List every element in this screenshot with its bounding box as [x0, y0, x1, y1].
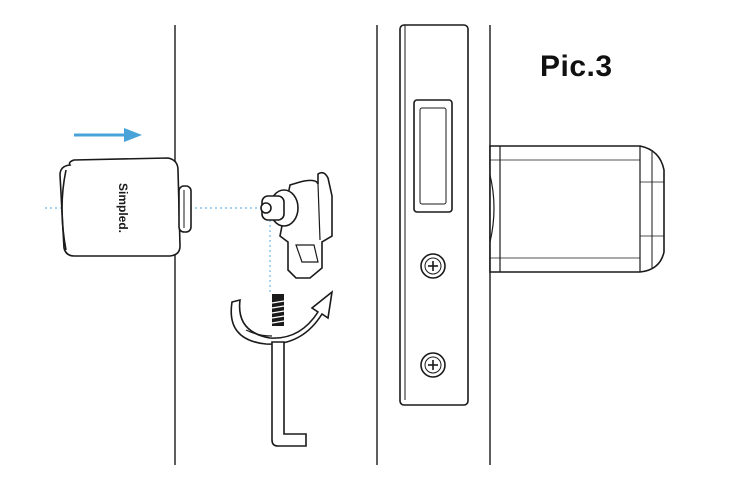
- lock-faceplate: [399, 24, 469, 406]
- screw-icon: [420, 352, 446, 378]
- screw-icon: [420, 253, 446, 279]
- brand-label: Simpled.: [116, 183, 130, 233]
- knob: Simpled.: [59, 157, 192, 257]
- push-direction-arrow: [74, 128, 142, 142]
- set-screw: [271, 294, 285, 326]
- figure-title: Pic.3: [540, 50, 613, 83]
- rotation-arrow: [230, 290, 334, 345]
- hex-key: [271, 341, 307, 447]
- cylinder-body: [489, 145, 665, 273]
- cam-adapter: [260, 171, 333, 279]
